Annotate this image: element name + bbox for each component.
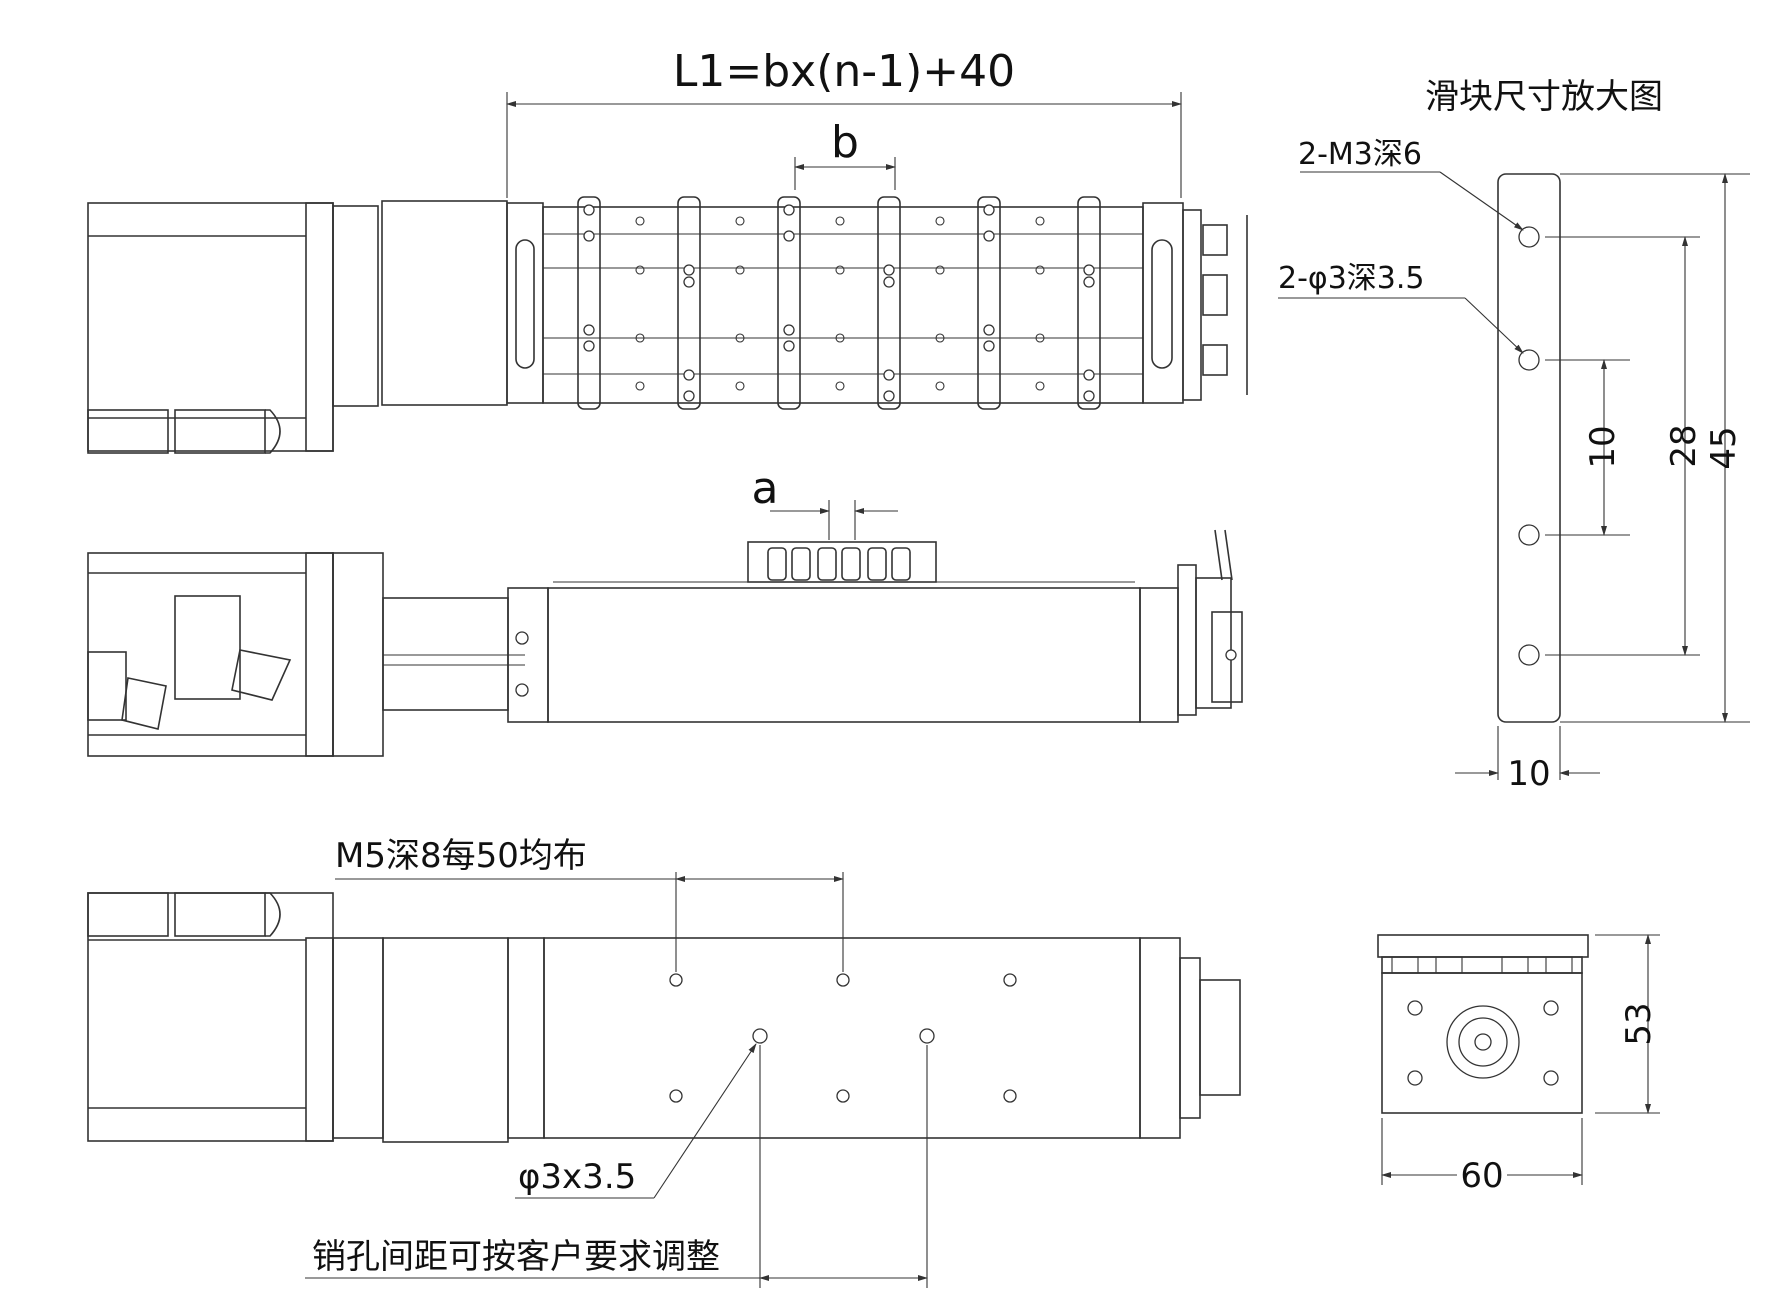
m5-holes [669, 973, 1017, 1103]
m3-label: 2-M3深6 [1298, 137, 1422, 172]
dim-10-horizontal: 10 [1507, 754, 1550, 794]
phi3-label: φ3x3.5 [518, 1157, 636, 1197]
a-label: a [752, 463, 779, 514]
rail-body-bottom [543, 937, 1141, 1139]
front-view: a [87, 463, 1243, 757]
dim-45: 45 [1704, 426, 1744, 469]
motor-body [87, 202, 334, 452]
pin-spacing-note: 销孔间距可按客户要求调整 [312, 1237, 720, 1277]
slider-holes [583, 204, 1095, 402]
dim-60: 60 [1460, 1156, 1503, 1196]
end-view: 53 60 [1377, 934, 1660, 1196]
connector-2 [174, 409, 266, 454]
dim-53: 53 [1619, 1002, 1659, 1045]
slider-plate [1497, 173, 1561, 723]
coupling-housing [381, 200, 508, 406]
rail-dots [635, 216, 1045, 391]
connector-1 [87, 409, 169, 454]
rail-body-side [547, 587, 1141, 723]
slider-blocks-side [747, 541, 937, 583]
slider-detail: 滑块尺寸放大图 2-M3深6 2-φ3深3.5 10 28 45 10 [1278, 77, 1750, 794]
dim-28: 28 [1664, 424, 1704, 467]
b-label: b [831, 117, 859, 168]
pin-holes [752, 1028, 935, 1044]
m5-label: M5深8每50均布 [335, 836, 587, 876]
sliders [577, 196, 1101, 410]
end-plate [1381, 972, 1583, 1114]
pin-hole-label: 2-φ3深3.5 [1278, 261, 1425, 296]
dim-10-vertical: 10 [1583, 425, 1623, 468]
top-view: L1=bx(n-1)+40 b [87, 46, 1248, 454]
l1-formula-label: L1=bx(n-1)+40 [673, 46, 1015, 97]
slider-title: 滑块尺寸放大图 [1425, 77, 1663, 117]
bottom-view: M5深8每50均布 φ3x3.5 销孔间距可按客户要求调整 [87, 836, 1241, 1288]
